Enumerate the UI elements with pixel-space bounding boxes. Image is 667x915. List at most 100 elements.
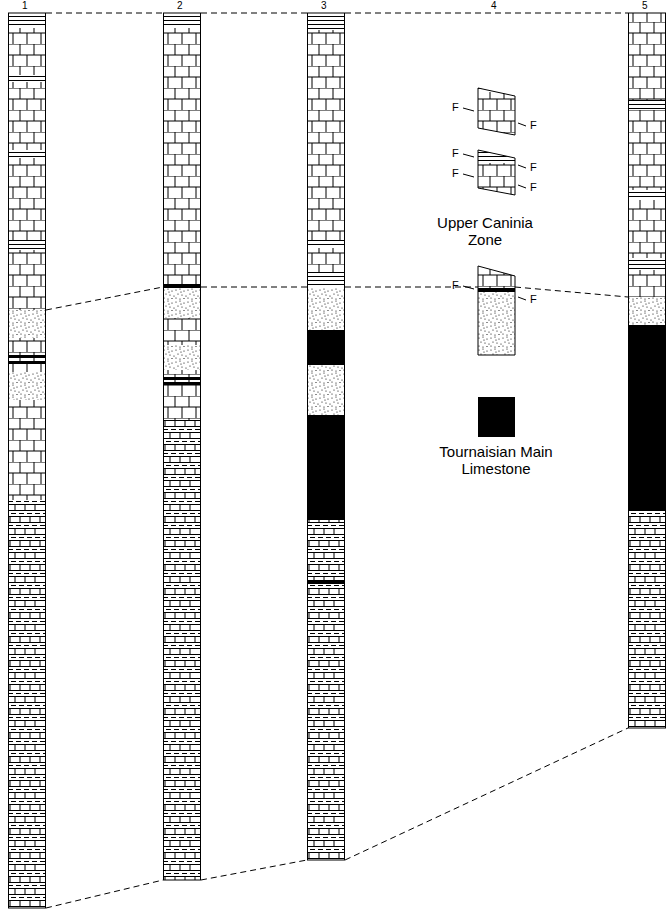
rock-bed <box>478 260 516 288</box>
rock-bed <box>163 420 201 880</box>
rock-bed <box>628 200 666 258</box>
correlation-line <box>46 13 163 14</box>
fault-label: F <box>452 279 459 292</box>
rock-bed <box>628 190 666 200</box>
rock-bed <box>163 28 201 284</box>
rock-bed <box>8 361 46 364</box>
rock-bed <box>163 385 201 420</box>
rock-bed <box>628 270 666 297</box>
rock-column <box>163 13 201 880</box>
rock-bed <box>628 110 666 190</box>
rock-bed <box>8 150 46 158</box>
rock-bed <box>307 30 345 240</box>
rock-bed <box>163 382 201 385</box>
rock-bed <box>478 92 516 140</box>
rock-bed <box>163 380 201 382</box>
fault-ticks <box>463 108 526 300</box>
rock-bed <box>8 358 46 361</box>
fault-tick <box>518 123 526 126</box>
fault-tick <box>463 108 474 111</box>
fault-tick <box>463 286 474 289</box>
rock-bed <box>307 580 345 584</box>
rock-column <box>8 13 46 908</box>
fault-label: F <box>452 101 459 114</box>
fault-tick <box>518 185 526 188</box>
fault-label: F <box>530 181 537 194</box>
fault-tick <box>463 174 474 177</box>
rock-bed <box>163 288 201 318</box>
fault-label: F <box>530 293 537 306</box>
rock-bed <box>8 240 46 250</box>
fault-label: F <box>530 119 537 132</box>
rock-bed <box>307 288 345 330</box>
rock-bed <box>8 364 46 372</box>
correlation-line <box>46 287 163 310</box>
correlation-line <box>345 728 628 860</box>
rock-bed <box>163 370 201 377</box>
zone-label: Upper Caninia Zone <box>420 214 550 249</box>
rock-bed <box>163 284 201 288</box>
rock-bed <box>307 415 345 520</box>
rock-bed <box>8 158 46 240</box>
rock-bed <box>628 510 666 728</box>
fault-block <box>478 145 516 200</box>
column-outline <box>308 13 345 860</box>
rock-bed <box>307 330 345 365</box>
rock-bed <box>163 318 201 345</box>
column-number: 2 <box>177 0 183 11</box>
correlation-line <box>201 287 307 288</box>
rock-bed <box>307 13 345 30</box>
rock-bed <box>8 75 46 82</box>
fault-block <box>478 260 516 356</box>
fault-tick <box>463 154 474 157</box>
rock-bed <box>8 28 46 75</box>
rock-bed <box>163 13 201 28</box>
rock-bed <box>628 13 666 100</box>
correlation-line <box>46 880 163 908</box>
rock-bed <box>8 400 46 500</box>
column-number: 5 <box>642 0 648 11</box>
rock-bed <box>478 288 516 292</box>
rock-bed <box>163 377 201 380</box>
rock-bed <box>628 258 666 270</box>
correlation-lines <box>46 13 628 908</box>
block-outline <box>478 150 515 195</box>
column-number: 3 <box>321 0 327 11</box>
fault-label: F <box>452 167 459 180</box>
rock-bed <box>307 248 345 272</box>
column-outline <box>164 13 201 880</box>
fault-tick <box>518 297 526 300</box>
column-outline <box>9 13 46 908</box>
block-outline <box>478 88 515 135</box>
rock-bed <box>8 310 46 338</box>
rock-bed <box>307 584 345 860</box>
rock-bed <box>628 100 666 110</box>
rock-bed <box>478 292 516 356</box>
block-outline <box>478 266 515 355</box>
fault-label: F <box>452 147 459 160</box>
column-number: 1 <box>22 0 28 11</box>
rock-bed <box>8 82 46 150</box>
rock-bed <box>8 500 46 908</box>
rock-bed <box>628 325 666 510</box>
fault-tick <box>518 165 526 168</box>
rock-bed <box>163 345 201 370</box>
legend-label: Tournaisian Main Limestone <box>420 443 572 478</box>
legend-swatch <box>478 397 515 437</box>
rock-column <box>307 13 345 860</box>
rock-bed <box>307 365 345 415</box>
rock-column <box>628 13 666 728</box>
rock-bed <box>8 250 46 310</box>
rock-bed <box>307 272 345 288</box>
rock-bed <box>8 338 46 355</box>
correlation-line <box>201 13 307 14</box>
correlation-line <box>201 860 307 880</box>
rock-bed <box>628 297 666 325</box>
rock-bed <box>307 240 345 248</box>
rock-bed <box>307 520 345 580</box>
column-number: 4 <box>491 0 497 11</box>
rock-bed <box>8 355 46 358</box>
rock-bed <box>8 13 46 28</box>
fault-block <box>478 80 516 140</box>
